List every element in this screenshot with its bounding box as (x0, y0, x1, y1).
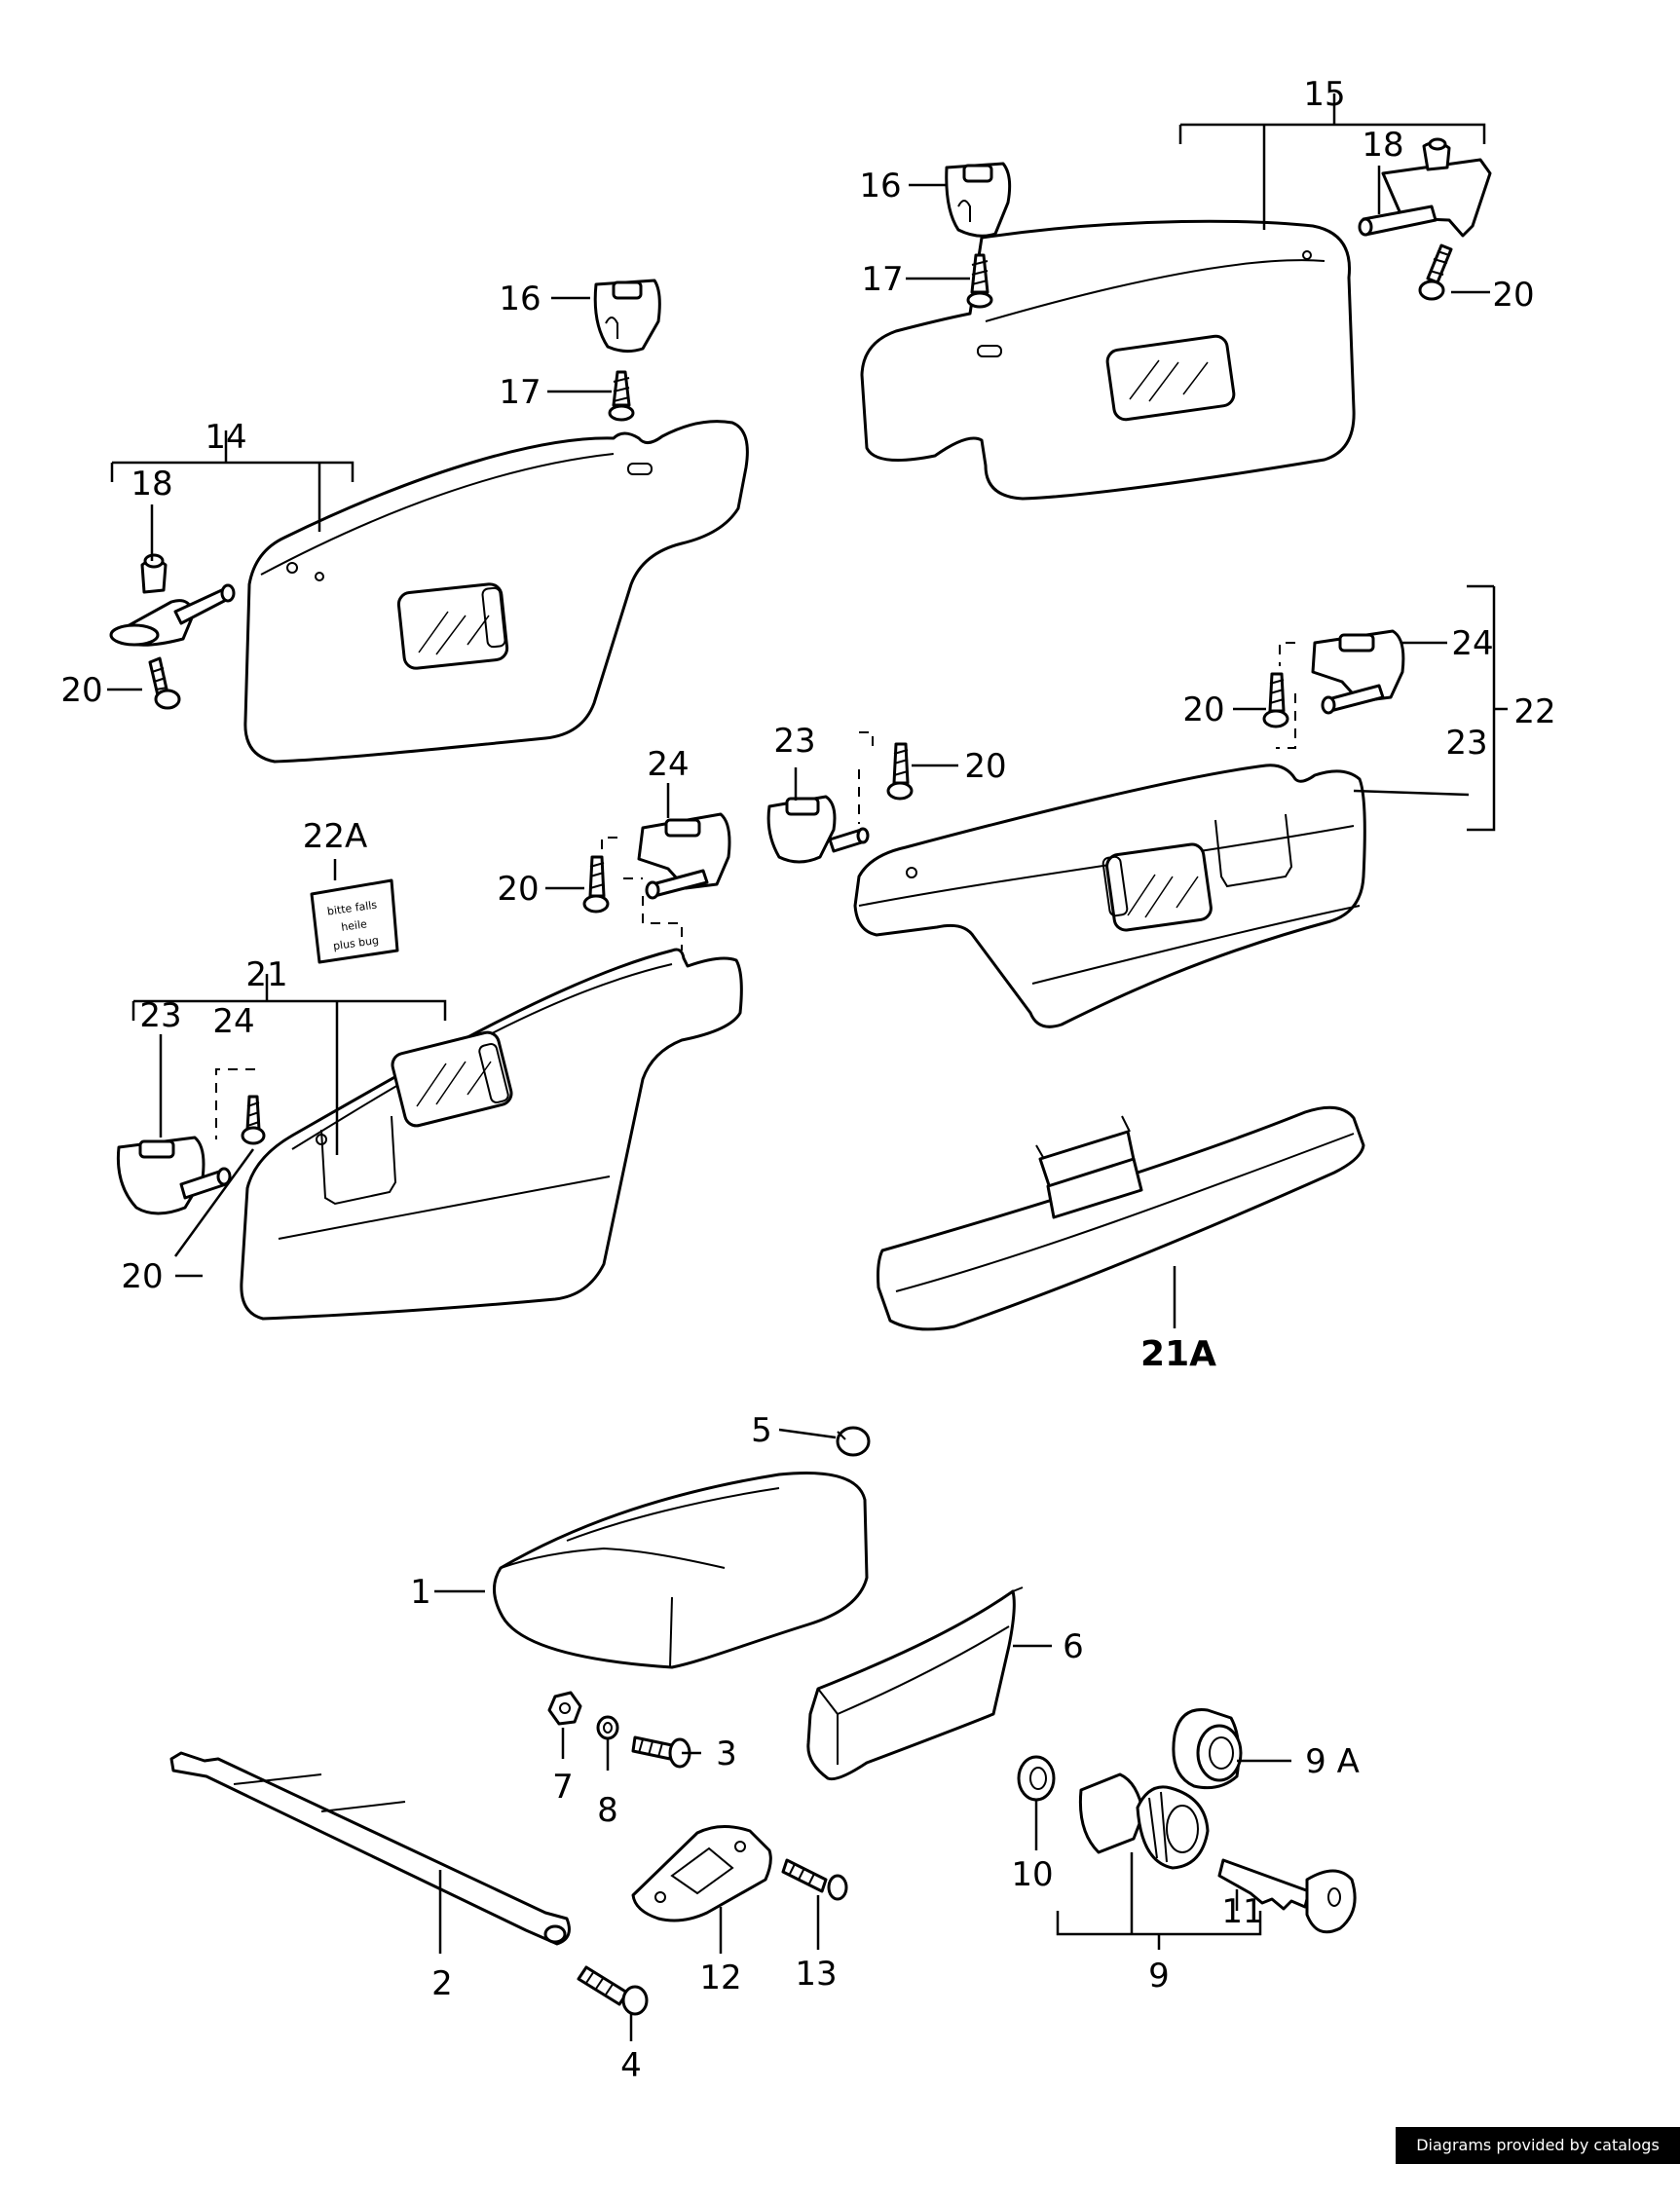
callout-24-lower-left: 24 (212, 1002, 254, 1041)
callout-9: 9 (1148, 1957, 1170, 1996)
callout-21: 21 (245, 955, 287, 994)
callout-5: 5 (751, 1411, 772, 1450)
callout-8: 8 (597, 1791, 618, 1830)
callout-14: 14 (205, 418, 246, 457)
callout-9a: 9 A (1305, 1742, 1360, 1781)
callout-20-middle-left: 20 (497, 870, 539, 909)
part-22-sun-visor-mirror (853, 764, 1366, 1028)
assembly-dashline-lower-left (215, 1068, 255, 1139)
callout-21a: 21A (1140, 1334, 1216, 1374)
part-4-bolt (577, 1965, 649, 2016)
part-8-washer (596, 1715, 619, 1740)
callout-18-left: 18 (131, 465, 172, 504)
part-3-bolt (631, 1735, 691, 1769)
part-20-screw-top-right (1418, 243, 1453, 301)
callout-11: 11 (1221, 1892, 1263, 1931)
callout-labels: 15 18 16 17 20 14 18 16 17 20 24 22 23 2… (60, 75, 1555, 2085)
callout-10: 10 (1011, 1855, 1053, 1894)
callout-7: 7 (552, 1768, 574, 1807)
part-10-washer (1017, 1755, 1056, 1802)
callout-17-right: 17 (861, 260, 903, 299)
callout-18-right: 18 (1362, 126, 1403, 165)
part-17-screw-right (966, 253, 993, 309)
part-20-screw-left (148, 656, 181, 710)
part-23-hinge-middle (766, 795, 870, 864)
part-21-sun-visor (240, 948, 743, 1321)
callout-20-middle-right: 20 (964, 747, 1006, 786)
part-16-visor-clip-right (945, 162, 1012, 238)
part-21a-trim-strip (877, 1105, 1365, 1331)
callout-3: 3 (716, 1735, 737, 1773)
part-24-hinge-right (1311, 629, 1405, 715)
part-9a-lock-bezel (1172, 1708, 1243, 1790)
part-9-lock-cylinder (1078, 1772, 1210, 1870)
part-12-lock-bracket (631, 1825, 772, 1922)
footer-credit: Diagrams provided by catalogs parts (1396, 2127, 1680, 2191)
callout-1: 1 (410, 1573, 431, 1612)
part-14-sun-visor (243, 420, 749, 764)
callout-16-left: 16 (499, 280, 541, 318)
part-5-bumper (836, 1426, 871, 1457)
assembly-dashline-right (1276, 642, 1296, 749)
callout-24-middle: 24 (647, 745, 689, 784)
assembly-dashline-lower-middle (601, 837, 683, 951)
callout-17-left: 17 (499, 373, 541, 412)
part-11-key (1217, 1858, 1357, 1934)
part-18-visor-pivot-right (1358, 137, 1492, 238)
callout-16-right: 16 (859, 167, 901, 205)
callout-13: 13 (795, 1955, 837, 1994)
assembly-dashline-middle (858, 731, 874, 824)
callout-22a: 22A (303, 817, 368, 856)
part-24-hinge-middle (637, 812, 731, 900)
part-23-hinge-lower-left (116, 1136, 232, 1215)
part-20-screw-lower-left (241, 1095, 266, 1145)
callout-20-right-hinge: 20 (1182, 690, 1224, 729)
label-card-line-2: heile (340, 917, 367, 934)
part-15-sun-visor (860, 219, 1356, 501)
part-20-screw-middle-upper (886, 742, 914, 801)
callout-12: 12 (699, 1959, 741, 1997)
part-20-screw-lower-middle (582, 855, 610, 914)
part-6-glove-box-lid (806, 1586, 1024, 1781)
part-1-glove-box (493, 1471, 869, 1669)
callout-24-right: 24 (1451, 624, 1493, 663)
part-22a-label-card (310, 878, 399, 964)
callout-2: 2 (431, 1964, 453, 2003)
callout-15: 15 (1303, 75, 1345, 114)
callout-4: 4 (620, 2046, 642, 2085)
callout-20-left: 20 (60, 671, 102, 710)
callout-23-middle: 23 (773, 722, 815, 761)
part-13-screw (781, 1858, 848, 1901)
part-20-screw-right-hinge (1262, 672, 1289, 728)
part-16-visor-clip-left (593, 279, 661, 354)
callout-20-top-right: 20 (1492, 276, 1534, 315)
part-7-nut (547, 1691, 582, 1726)
callout-23-right: 23 (1445, 724, 1487, 763)
callout-23-lower-left: 23 (139, 996, 181, 1035)
part-2-stay-strap (169, 1751, 571, 1946)
part-17-screw-left (608, 370, 635, 422)
callout-20-lower-left: 20 (121, 1257, 163, 1296)
callout-6: 6 (1063, 1627, 1084, 1666)
part-18-visor-pivot-left (109, 553, 236, 647)
callout-22: 22 (1513, 692, 1555, 731)
leader-lines (107, 93, 1508, 2041)
